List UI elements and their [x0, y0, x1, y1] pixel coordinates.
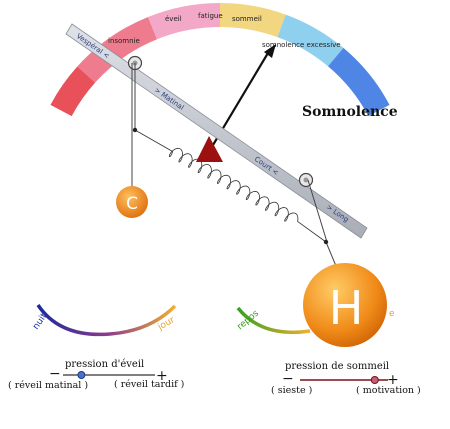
gauge-label-sommeil: sommeil	[232, 15, 262, 23]
gauge-label-fatigue: fatigue	[198, 12, 223, 20]
slider-right-minus[interactable]: −	[282, 371, 294, 387]
slider-left-thumb[interactable]	[77, 371, 86, 379]
slider-left-label-tardif: ( réveil tardif )	[114, 379, 184, 390]
slider-right-label-sieste: ( sieste )	[271, 385, 312, 396]
gauge-segment-left-end	[50, 66, 96, 117]
cord-h	[307, 179, 337, 267]
weight-h-label: H	[329, 281, 364, 335]
slider-right-title: pression de sommeil	[285, 361, 389, 372]
gauge-segment-somnolence-excessive	[327, 47, 390, 117]
gauge-segment-sommeil	[277, 14, 344, 67]
pulley-right	[298, 172, 314, 188]
somnolence-title: Somnolence	[302, 104, 398, 120]
gauge-label-insomnie: insomnie	[108, 37, 140, 45]
slider-right-plus[interactable]: +	[387, 372, 399, 388]
arc-repos	[236, 306, 311, 335]
slider-right-thumb[interactable]	[370, 376, 379, 384]
balance-beam	[65, 23, 368, 239]
weight-h	[303, 263, 387, 347]
slider-left-title: pression d'éveil	[65, 359, 144, 370]
slider-left-minus[interactable]: −	[49, 366, 61, 382]
gauge-label-eveil: éveil	[165, 15, 182, 23]
arc-right-end-mark: e	[389, 309, 395, 319]
weight-c	[116, 186, 148, 218]
weight-c-label: C	[126, 194, 138, 214]
spring-coil	[134, 129, 327, 243]
cord-c	[131, 63, 138, 187]
pivot-triangle	[196, 136, 223, 162]
slider-left-plus[interactable]: +	[156, 368, 168, 384]
gauge-segment-fatigue	[220, 3, 286, 38]
gauge-segment-eveil	[148, 3, 220, 40]
slider-right-label-motivation: ( motivation )	[356, 385, 421, 396]
somnolence-gauge	[50, 3, 390, 117]
gauge-segment-insomnie	[77, 16, 158, 83]
slider-left-label-matinal: ( réveil matinal )	[8, 380, 88, 391]
arc-nuit-jour	[36, 304, 177, 337]
gauge-label-somnolence-excessive: somnolence excessive	[262, 41, 341, 49]
